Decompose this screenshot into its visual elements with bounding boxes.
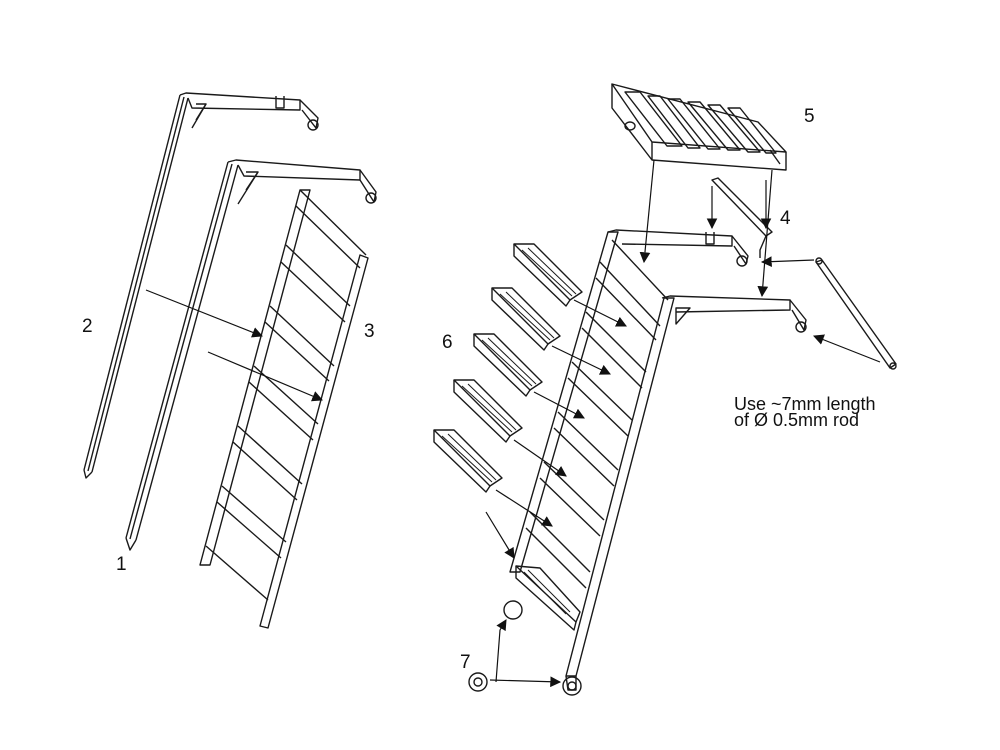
part-1-side-rail bbox=[125, 159, 377, 551]
part-6-tread-1 bbox=[513, 243, 583, 307]
label-part-5: 5 bbox=[804, 106, 815, 127]
part-6-tread-2 bbox=[491, 287, 561, 351]
label-part-1: 1 bbox=[116, 554, 127, 575]
rod-note-line-1: Use ~7mm length bbox=[734, 394, 876, 414]
left-assembly-arrows bbox=[145, 289, 323, 402]
part-7-foot-pad bbox=[468, 672, 488, 692]
assembled-ladder-frame bbox=[509, 229, 807, 691]
part-6-tread-5 bbox=[433, 429, 503, 493]
label-part-6: 6 bbox=[442, 332, 453, 353]
part-4-bracket bbox=[711, 177, 773, 258]
part-2-side-rail bbox=[83, 92, 319, 479]
part-6-tread-4 bbox=[453, 379, 523, 443]
right-assembly-arrows bbox=[485, 159, 881, 688]
part-3-ladder-frame bbox=[199, 189, 369, 629]
label-part-4: 4 bbox=[780, 208, 791, 229]
label-part-7: 7 bbox=[460, 652, 471, 673]
rod-part bbox=[815, 257, 897, 370]
part-5-grated-platform bbox=[611, 83, 787, 171]
part-6-tread-3 bbox=[473, 333, 543, 397]
label-part-3: 3 bbox=[364, 321, 375, 342]
rod-note-line-2: of Ø 0.5mm rod bbox=[734, 410, 859, 430]
label-part-2: 2 bbox=[82, 316, 93, 337]
foot-pad-fitted bbox=[503, 600, 582, 696]
